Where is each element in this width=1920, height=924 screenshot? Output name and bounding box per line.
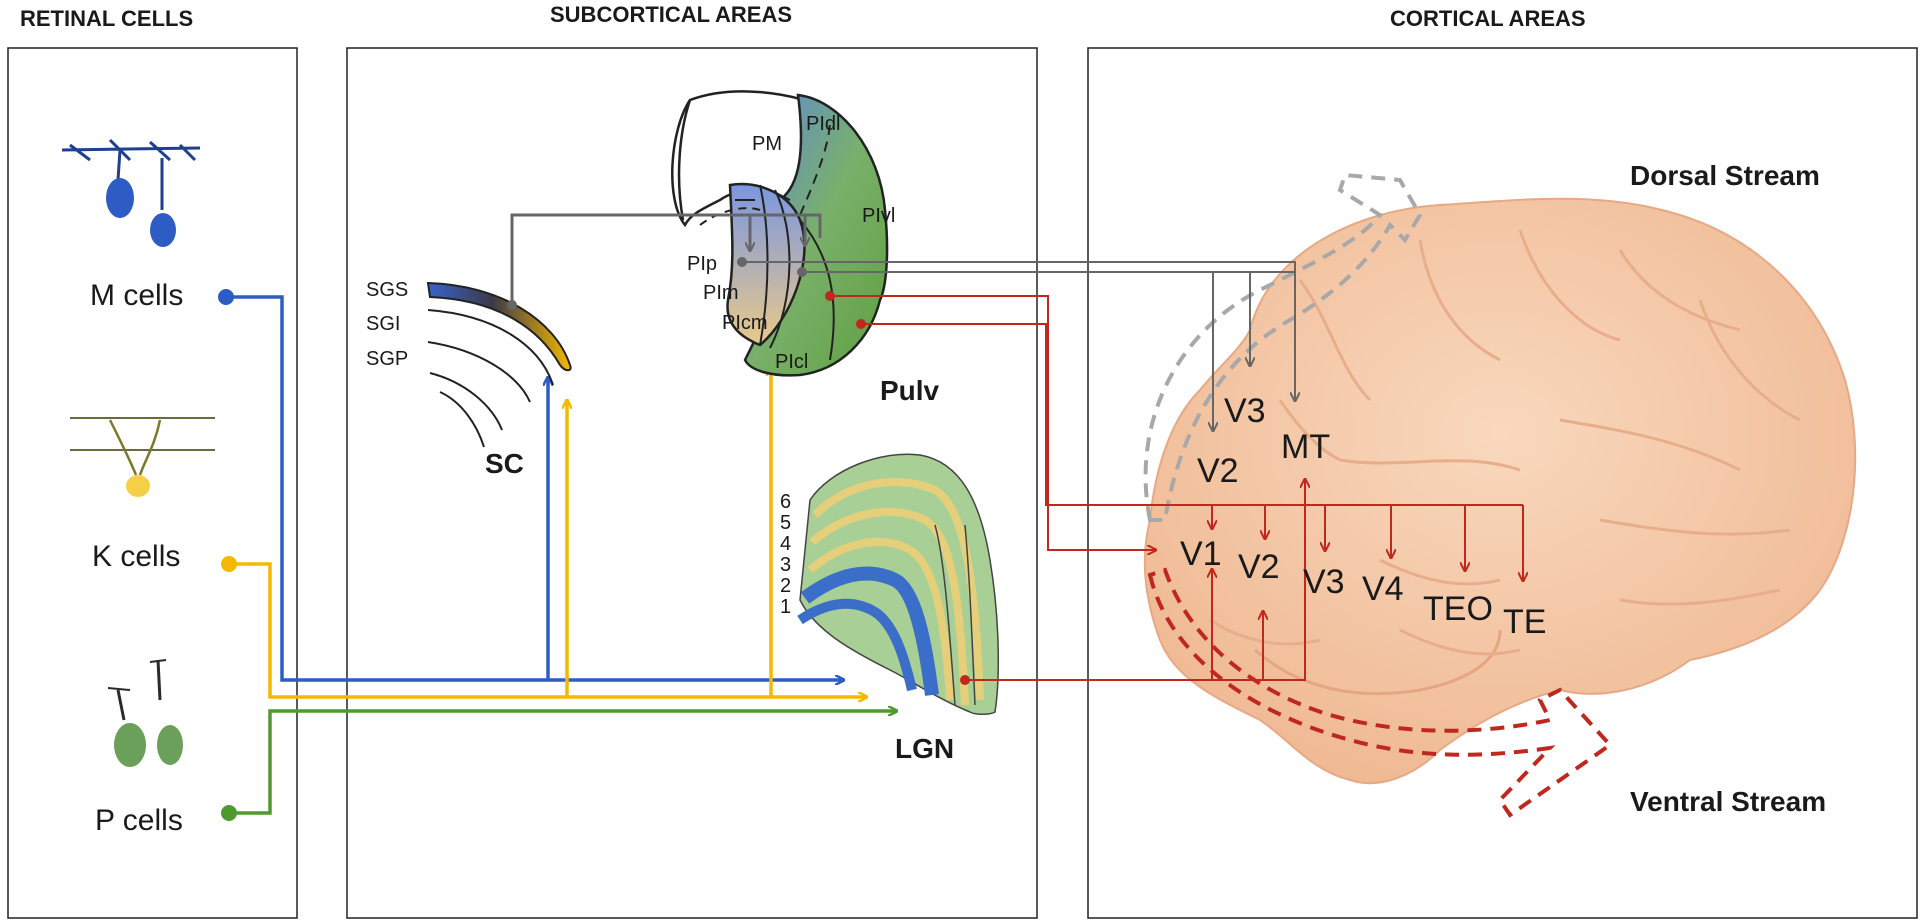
lgn-layer-3: 3: [780, 554, 791, 576]
m-cells-label: M cells: [90, 279, 183, 312]
dorsal-stream-arrow: [1143, 172, 1423, 522]
ventral-area-v4: V4: [1362, 570, 1404, 608]
dorsal-area-v3: V3: [1224, 392, 1266, 430]
ventral-area-v1: V1: [1180, 535, 1222, 573]
ventral-stream-arrow: [1147, 567, 1614, 818]
header-subcortical: SUBCORTICAL AREAS: [550, 2, 792, 27]
k-cells-label: K cells: [92, 540, 180, 573]
ventral-area-teo: TEO: [1423, 590, 1493, 628]
header-retinal: RETINAL CELLS: [20, 6, 193, 31]
k-cell-illustration: [70, 417, 215, 497]
pulvinar-pidl: PIdl: [806, 113, 840, 135]
p-cells-label: P cells: [95, 804, 183, 837]
pulvinar-to-v1-line: [830, 295, 1155, 550]
m-cell-illustration: [61, 138, 201, 247]
pulvinar-label: Pulv: [880, 375, 940, 406]
sc-node: [507, 300, 517, 310]
ventral-area-v3: V3: [1303, 563, 1345, 601]
ventral-stream-label: Ventral Stream: [1630, 786, 1826, 817]
ventral-area-v2: V2: [1238, 548, 1280, 586]
sc-to-pulvinar-line: [510, 213, 822, 305]
lgn-layer-numbers: 6 5 4 3 2 1: [780, 491, 791, 618]
m-pathway-line: [226, 295, 843, 680]
brain-illustration: [1143, 197, 1857, 785]
lgn-layer-4: 4: [780, 533, 791, 555]
pulvinar-pm: PM: [752, 133, 782, 155]
pulvinar-picm: PIcm: [722, 312, 768, 334]
dorsal-stream-label: Dorsal Stream: [1630, 160, 1820, 191]
dorsal-area-v2: V2: [1197, 452, 1239, 490]
pulvinar-pip: PIp: [687, 253, 717, 275]
sc-label: SC: [485, 448, 524, 479]
p-cell-illustration: [107, 659, 183, 767]
pulvinar-picl: PIcl: [775, 351, 808, 373]
lgn-illustration: [797, 453, 1000, 715]
cortical-panel: [1087, 47, 1918, 919]
sc-layer-sgi: SGI: [366, 313, 400, 335]
lgn-layer-5: 5: [780, 512, 791, 534]
pulvinar-to-mt-line: [742, 261, 1295, 400]
sc-layer-sgp: SGP: [366, 348, 408, 370]
lgn-layer-6: 6: [780, 491, 791, 513]
lgn-to-mt-line: [965, 480, 1305, 681]
ventral-area-te: TE: [1503, 603, 1546, 641]
lgn-label: LGN: [895, 733, 954, 764]
sc-layer-sgs: SGS: [366, 279, 408, 301]
dorsal-area-mt: MT: [1281, 428, 1330, 466]
lgn-layer-1: 1: [780, 596, 791, 618]
p-pathway-line: [229, 711, 896, 815]
retinal-panel: [7, 47, 298, 919]
pulvinar-to-ventral-line: [861, 323, 1523, 506]
pulvinar-pim: PIm: [703, 282, 739, 304]
pulvinar-illustration: [671, 90, 889, 377]
lgn-layer-2: 2: [780, 575, 791, 597]
pulvinar-pivl: PIvl: [862, 205, 895, 227]
header-cortical: CORTICAL AREAS: [1390, 6, 1586, 31]
subcortical-panel: [346, 47, 1038, 919]
